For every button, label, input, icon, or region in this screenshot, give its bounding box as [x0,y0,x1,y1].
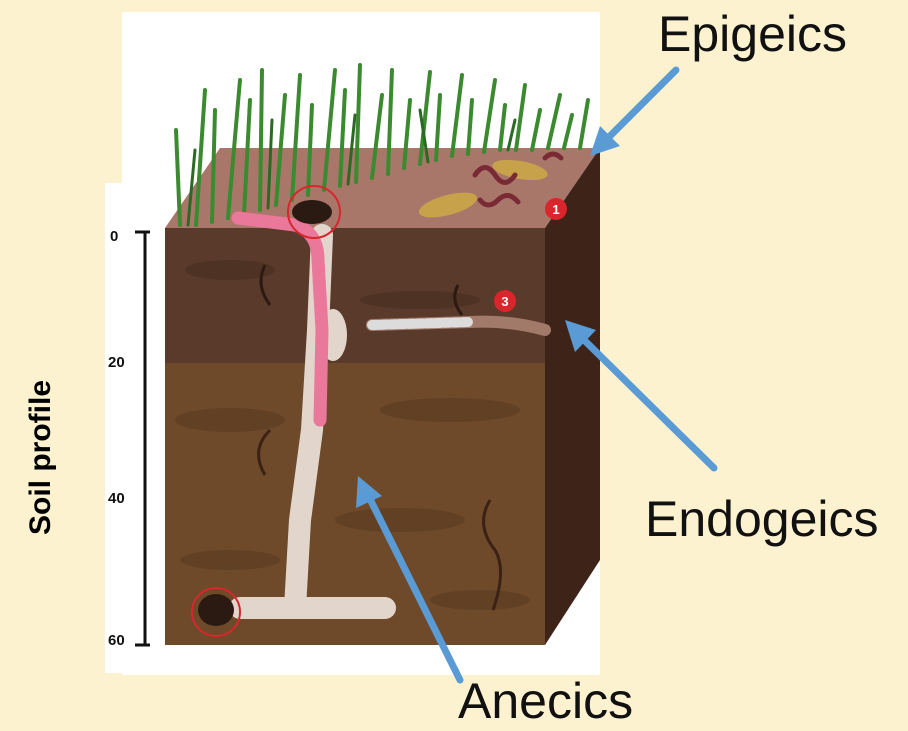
topsoil-layer [165,228,545,363]
depth-tick-20: 20 [108,354,125,371]
depth-tick-0: 0 [110,228,118,245]
depth-tick-60: 60 [108,632,125,649]
midden [292,200,332,224]
arrow-endogeics [580,336,714,468]
soil-block-side [545,148,600,645]
endogeic-worm-body [372,322,470,325]
marker-1-label: 1 [552,202,559,217]
marker-3-label: 3 [501,294,508,309]
cast [198,594,234,626]
ruler-backdrop [105,183,165,673]
soil-profile-label: Soil profile [24,380,58,535]
label-endogeics: Endogeics [645,490,879,548]
depth-tick-40: 40 [108,490,125,507]
label-anecics: Anecics [458,672,633,730]
label-epigeics: Epigeics [658,5,847,63]
arrow-epigeics [604,70,676,142]
